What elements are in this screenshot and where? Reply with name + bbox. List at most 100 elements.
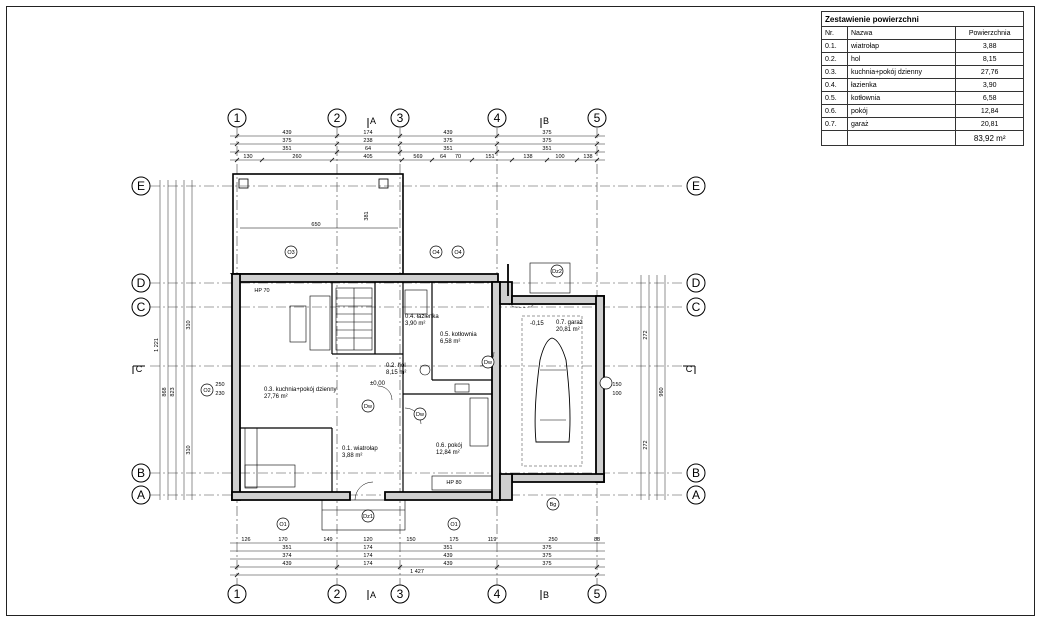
room-area-garaz: 20,81 m²	[556, 327, 580, 333]
room-label-hol: 0.2. hol	[386, 363, 406, 369]
row-area: 3,90	[955, 78, 1024, 92]
tag-label-dz2: Dz2	[552, 269, 562, 275]
dim-left-6: 230	[215, 391, 224, 397]
room-label-kotlownia: 0.5. kotłownia	[440, 332, 477, 338]
axis-label-2-top: 2	[334, 111, 341, 125]
axis-label-3-bottom: 3	[397, 587, 404, 601]
table-row: 0.5. kotłownia 6,58	[821, 91, 1024, 105]
dim-bot-r2-3: 375	[542, 545, 551, 551]
dim-left-1: 868	[162, 387, 168, 396]
dim-top-r1-1: 174	[363, 130, 372, 136]
room-label-kuchnia: 0.3. kuchnia+pokój dzienny	[264, 387, 337, 393]
dimension-text-top: 439 174 439 375 375 238 375 375 351 64 3…	[243, 130, 592, 160]
dimension-text-bottom: 126 170 149 120 150 175 119 250 88 351 1…	[241, 537, 600, 575]
row-name: wiatrołap	[846, 39, 957, 53]
table-row: 0.4. łazienka 3,90	[821, 78, 1024, 92]
room-area-kuchnia: 27,76 m²	[264, 394, 288, 400]
tag-bubbles	[200, 245, 613, 531]
tag-label-dw-2: Dw	[484, 360, 492, 366]
level-label-hol: ±0,00	[370, 381, 386, 387]
dim-top-r4-0: 130	[243, 154, 252, 160]
room-labels: 0.1. wiatrołap 3,88 m² 0.2. hol 8,15 m² …	[264, 314, 583, 459]
row-name: łazienka	[846, 78, 957, 92]
table-row: 0.3. kuchnia+pokój dzienny 27,76	[821, 65, 1024, 79]
axis-label-4-top: 4	[494, 111, 501, 125]
dim-top-r3-3: 351	[542, 146, 551, 152]
dimension-text-left: 1 221 868 823 310 310 250 230	[154, 320, 225, 454]
dim-bot-r2-0: 351	[282, 545, 291, 551]
dim-bot-r1-4: 150	[406, 537, 415, 543]
row-nr: 0.3.	[821, 65, 848, 79]
section-labels: A A B B C C	[136, 116, 693, 600]
dim-bot-r3-2: 439	[443, 553, 452, 559]
room-area-kotlownia: 6,58 m²	[440, 339, 460, 345]
tag-label-dz1: Dz1	[363, 514, 373, 520]
garage-gate	[529, 262, 571, 294]
dim-bot-r1-2: 149	[323, 537, 332, 543]
exterior-walls	[229, 264, 605, 501]
row-name: kotłownia	[846, 91, 957, 105]
dim-top-r4-4: 64	[440, 154, 446, 160]
dim-top-r3-0: 351	[282, 146, 291, 152]
axis-label-1-top: 1	[234, 111, 241, 125]
dimension-text-right: 272 272 150 100 960	[612, 330, 665, 449]
table-row: 0.6. pokój 12,84	[821, 104, 1024, 118]
room-label-wiatrolap: 0.1. wiatrołap	[342, 446, 378, 452]
dim-bot-r3-1: 174	[363, 553, 372, 559]
level-label-garaz: -0,15	[530, 321, 544, 327]
axis-bubbles-left	[131, 176, 151, 505]
tag-labels: O1 O1 O2 O3 O4 O4 Dz1 Dz2 Dw Dw Dw Bg	[203, 250, 562, 528]
row-nr: 0.5.	[821, 91, 848, 105]
axis-bubbles-bottom	[227, 584, 607, 604]
total-blank-1	[821, 130, 848, 146]
row-name: pokój	[846, 104, 957, 118]
dim-right-4: 960	[659, 387, 665, 396]
dim-top-r1-0: 439	[282, 130, 291, 136]
dim-top-r1-3: 375	[542, 130, 551, 136]
dim-bot-r1-6: 119	[488, 537, 497, 543]
furniture	[244, 289, 493, 491]
dim-top-r3-1: 64	[365, 146, 371, 152]
dim-left-4: 310	[186, 445, 192, 454]
axis-label-C-right: C	[692, 300, 701, 314]
axis-label-D-left: D	[137, 276, 146, 290]
table-row: 0.7. garaż 20,81	[821, 117, 1024, 131]
tag-label-o4-right: O4	[454, 250, 461, 256]
tag-label-o1-right: O1	[450, 522, 457, 528]
garage-car	[521, 315, 583, 467]
terrace-width-label: 650	[311, 222, 320, 228]
row-nr: 0.6.	[821, 104, 848, 118]
dim-right-1: 272	[643, 440, 649, 449]
dim-left-2: 823	[170, 387, 176, 396]
axis-bubbles-right	[686, 176, 706, 505]
axis-label-C-left: C	[137, 300, 146, 314]
dim-top-r3-2: 351	[443, 146, 452, 152]
dim-top-r2-3: 375	[542, 138, 551, 144]
sheet-frame	[6, 6, 1035, 616]
tag-label-o3: O3	[287, 250, 294, 256]
row-area: 20,81	[955, 117, 1024, 131]
dim-top-r4-8: 100	[555, 154, 564, 160]
row-nr: 0.7.	[821, 117, 848, 131]
dim-bot-r2-1: 174	[363, 545, 372, 551]
axis-label-E-left: E	[137, 179, 145, 193]
dim-bot-r3-0: 374	[282, 553, 291, 559]
dim-top-r4-7: 138	[523, 154, 532, 160]
entrance-steps	[321, 499, 406, 531]
table-row: 0.2. hol 8,15	[821, 52, 1024, 66]
area-summary-table: Zestawienie powierzchni Nr. Nazwa Powier…	[821, 11, 1024, 146]
tag-label-dw-3: Dw	[416, 412, 424, 418]
dim-bot-r3-3: 375	[542, 553, 551, 559]
section-label-C-left: C	[136, 364, 143, 374]
axis-bubbles-top	[227, 108, 607, 128]
axis-label-B-left: B	[137, 466, 145, 480]
dim-top-r4-5: 70	[455, 154, 461, 160]
dim-bot-r1-8: 88	[594, 537, 600, 543]
tag-label-o1-left: O1	[279, 522, 286, 528]
axis-label-3-top: 3	[397, 111, 404, 125]
dim-right-2: 150	[612, 382, 621, 388]
axis-label-E-right: E	[692, 179, 700, 193]
dim-bot-r1-1: 170	[278, 537, 287, 543]
section-label-B-bottom: B	[543, 590, 549, 600]
